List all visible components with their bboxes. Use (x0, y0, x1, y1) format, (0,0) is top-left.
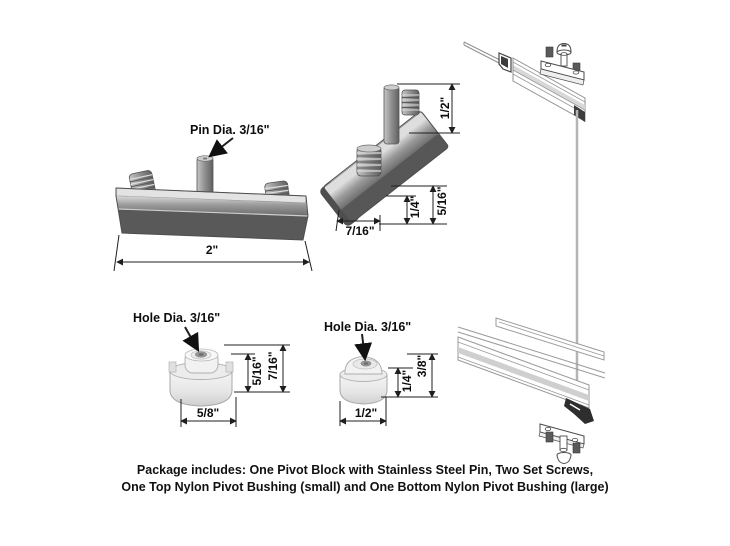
package-caption: Package includes: One Pivot Block with S… (35, 462, 695, 496)
bottom-bushing-cap-drawing (556, 452, 572, 465)
bushing-hole-small (360, 360, 372, 367)
top-pivot-block-drawing (539, 42, 585, 86)
block-bar (115, 187, 309, 241)
tilted-bar (320, 111, 449, 226)
pin-dia-leader-arrow (208, 137, 234, 158)
top-pin-drawing (560, 52, 568, 67)
pivot-block-side-photo (320, 84, 449, 226)
bushing-small-step-height-dim: 1/4" (400, 369, 414, 393)
block-depth-dim: 7/16" (345, 224, 375, 238)
hole-diameter-label-small: Hole Dia. 3/16" (324, 320, 412, 334)
bottom-pivot-rail (457, 326, 606, 424)
pin-diameter-label: Pin Dia. 3/16" (190, 123, 270, 137)
hole-dia-leader-arrow-small (354, 333, 373, 362)
pin-height-dim: 1/2" (438, 96, 452, 120)
glass-panel (495, 317, 605, 361)
bottom-pivot-block-drawing (538, 423, 585, 465)
top-set-screw-left-drawing (545, 46, 554, 58)
fig2-dimension-lines (335, 83, 460, 232)
door-assembly-line-art (457, 41, 606, 465)
set-screw-upper (401, 89, 420, 116)
package-caption-line2: One Top Nylon Pivot Bushing (small) and … (121, 480, 609, 494)
bushing-large-step-height-dim: 5/16" (250, 356, 264, 386)
hole-dia-leader-arrow-large (182, 326, 200, 352)
small-bushing-photo (339, 356, 388, 405)
bushing-small-total-height-dim: 3/8" (415, 354, 429, 378)
bushing-small-outer-dia-dim: 1/2" (354, 406, 378, 420)
block-lower-height-dim: 1/4" (408, 195, 422, 219)
bushing-large-outer-dia-dim: 5/8" (196, 406, 220, 420)
package-caption-line1: Package includes: One Pivot Block with S… (136, 463, 594, 477)
bottom-pin-drawing (559, 435, 568, 453)
bottom-set-screw-left-drawing (545, 431, 554, 443)
large-bushing-photo (168, 348, 234, 407)
bushing-hole-large (195, 351, 207, 358)
block-upper-height-dim: 5/16" (435, 186, 449, 216)
hole-diameter-label-large: Hole Dia. 3/16" (133, 311, 221, 325)
bottom-set-screw-right-drawing (572, 442, 581, 454)
pivot-block-front-photo (115, 155, 309, 241)
header-rod (463, 41, 501, 64)
top-rail-end-clip (498, 52, 512, 73)
block-width-dim: 2" (205, 243, 219, 257)
set-screw-lower (356, 144, 382, 177)
fig3-dimension-lines (180, 326, 290, 427)
steel-pin-side (383, 84, 400, 145)
top-pivot-rail (512, 57, 586, 122)
steel-pin (196, 155, 214, 196)
bushing-large-total-height-dim: 7/16" (266, 351, 280, 381)
fig4-dimension-lines (339, 333, 438, 426)
fig1-dimension-lines (113, 137, 313, 272)
